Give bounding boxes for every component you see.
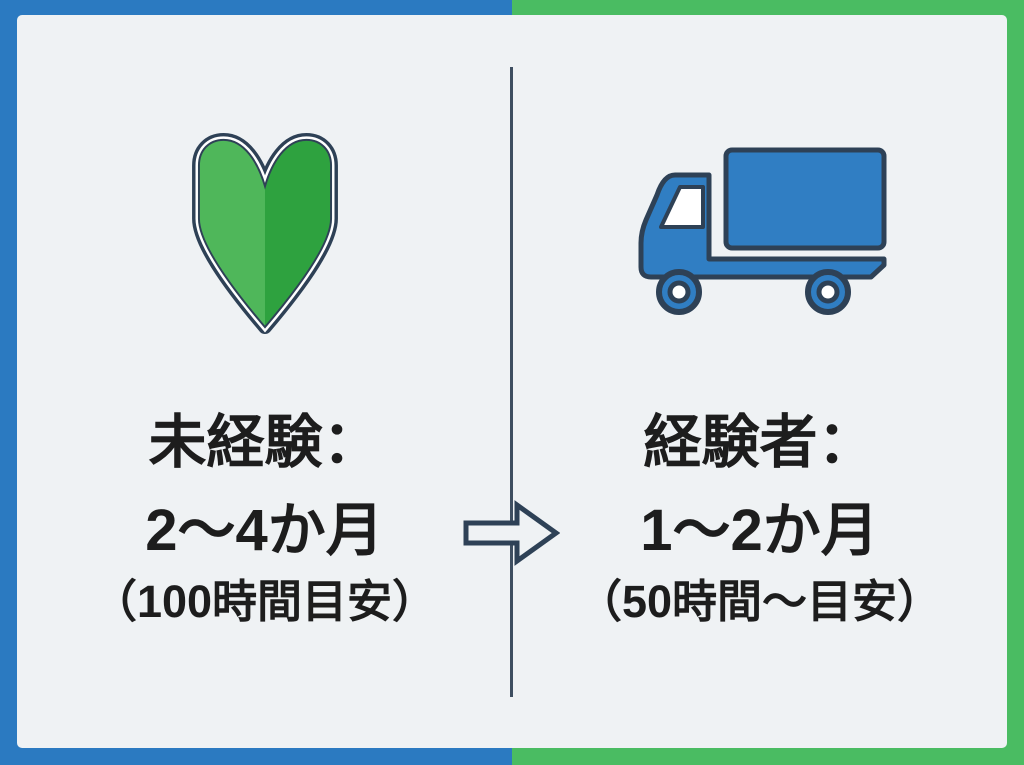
duration-text: 2〜4か月 (145, 498, 384, 563)
right-arrow-icon (463, 500, 560, 566)
divider-line (510, 67, 513, 697)
beginner-text-block: 未経験： 2〜4か月 （100時間目安） (92, 399, 437, 629)
experience-level-label: 経験者： (643, 410, 876, 475)
beginner-icon-area (191, 120, 339, 345)
experienced-icon-area (631, 120, 889, 345)
experienced-text-block: 経験者： 1〜2か月 （50時間〜目安） (577, 399, 942, 629)
duration-text: 1〜2か月 (640, 498, 879, 563)
beginner-panel: 未経験： 2〜4か月 （100時間目安） (17, 15, 512, 748)
beginner-mark-icon (191, 132, 338, 335)
hours-note: （50時間〜目安） (576, 576, 943, 627)
experienced-panel: 経験者： 1〜2か月 （50時間〜目安） (512, 15, 1007, 748)
truck-icon (638, 147, 886, 318)
hours-note: （100時間目安） (91, 576, 438, 627)
experience-level-label: 未経験： (148, 410, 381, 475)
